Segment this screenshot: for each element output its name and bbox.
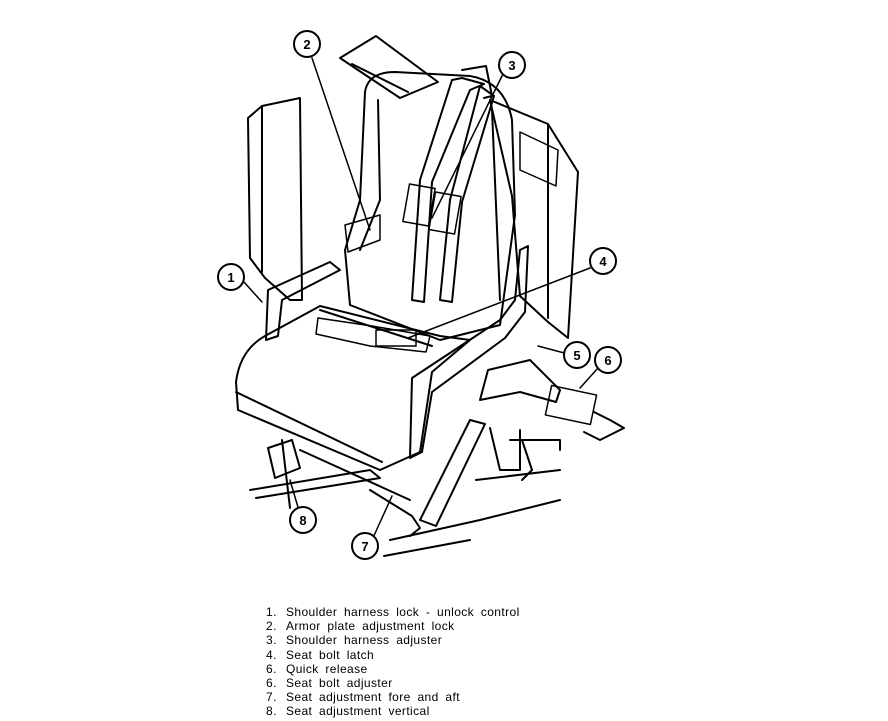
callout-5-label: 5 — [573, 348, 580, 363]
legend-number: 2. — [266, 619, 277, 634]
callout-7: 7 — [351, 532, 379, 560]
rear-armor-plate — [339, 35, 439, 99]
legend-text: Seat bolt adjuster — [286, 676, 393, 691]
parts-legend: 1. Shoulder harness lock - unlock control… — [266, 605, 520, 719]
legend-number: 1. — [266, 605, 277, 619]
left-armor-panel — [247, 97, 303, 301]
legend-item: 3. Shoulder harness adjuster — [266, 633, 520, 647]
callout-2: 2 — [293, 30, 321, 58]
legend-text: Seat adjustment vertical — [286, 704, 430, 719]
callout-2-label: 2 — [303, 37, 310, 52]
legend-item: 6. Quick release — [266, 662, 520, 676]
right-armrest — [409, 245, 529, 459]
legend-text: Seat bolt latch — [286, 647, 375, 662]
legend-text: Seat adjustment fore and aft — [286, 690, 460, 705]
seat-diagram: 1 2 3 4 5 6 7 8 — [217, 30, 625, 560]
legend-text: Shoulder harness lock - unlock control — [286, 605, 520, 619]
callout-5: 5 — [563, 341, 591, 369]
left-armrest — [265, 261, 341, 341]
callout-3-label: 3 — [508, 58, 515, 73]
callout-4: 4 — [589, 247, 617, 275]
callout-4-label: 4 — [599, 254, 607, 269]
legend-number: 8. — [266, 704, 277, 719]
legend-number: 7. — [266, 690, 277, 705]
legend-item: 7. Seat adjustment fore and aft — [266, 690, 520, 704]
armor-lock-plate — [344, 214, 381, 253]
callout-8: 8 — [289, 506, 317, 534]
legend-number: 6. — [266, 661, 277, 676]
legend-item: 8. Seat adjustment vertical — [266, 704, 520, 718]
callout-3: 3 — [498, 51, 526, 79]
right-armor-panel — [489, 99, 579, 339]
quick-release-belt — [479, 359, 561, 403]
lap-belt — [315, 317, 431, 353]
seat-frame — [267, 439, 301, 479]
legend-item: 1. Shoulder harness lock - unlock control — [266, 605, 520, 619]
callout-1: 1 — [217, 263, 245, 291]
legend-text: Armor plate adjustment lock — [286, 619, 455, 634]
callout-1-label: 1 — [227, 270, 234, 285]
callout-6: 6 — [594, 346, 622, 374]
seat-cushion — [235, 305, 471, 471]
callout-7-label: 7 — [361, 539, 368, 554]
legend-item: 6. Seat bolt adjuster — [266, 676, 520, 690]
legend-number: 4. — [266, 647, 277, 662]
legend-text: Shoulder harness adjuster — [286, 633, 443, 648]
legend-item: 4. Seat bolt latch — [266, 648, 520, 662]
legend-number: 6. — [266, 676, 277, 691]
legend-number: 3. — [266, 633, 277, 648]
callout-8-label: 8 — [299, 513, 306, 528]
legend-text: Quick release — [286, 661, 368, 676]
callout-6-label: 6 — [604, 353, 611, 368]
legend-item: 2. Armor plate adjustment lock — [266, 619, 520, 633]
